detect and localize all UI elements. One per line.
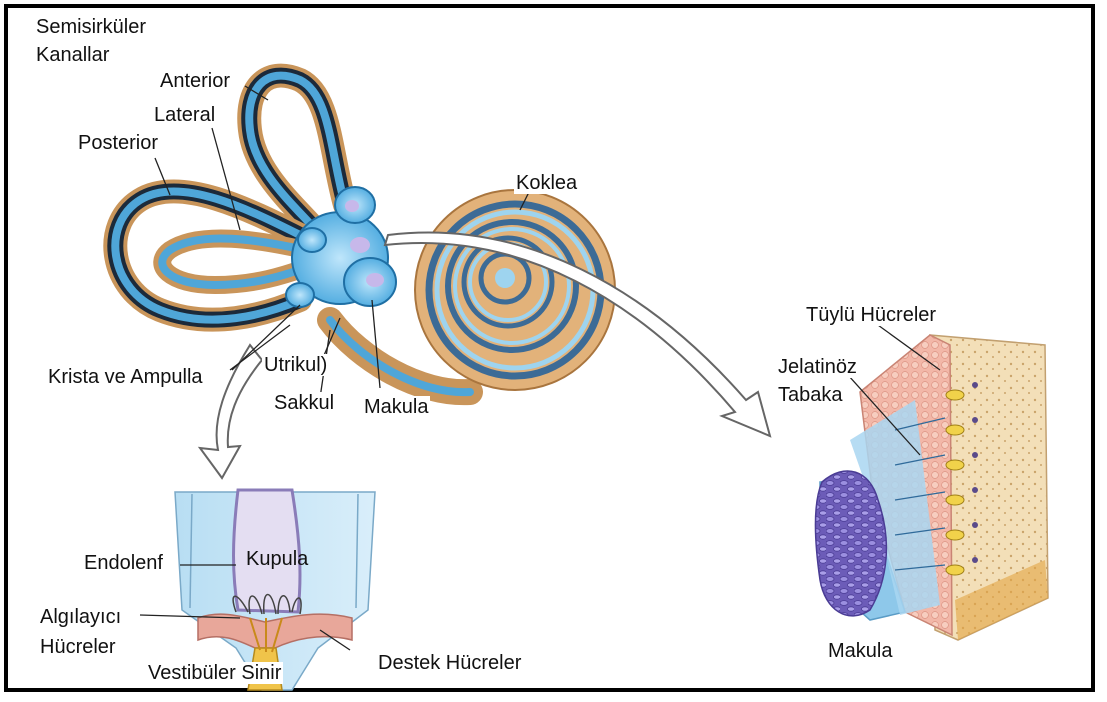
label-utrikul: Utrikul)	[262, 354, 329, 376]
crista-detail	[175, 490, 375, 690]
label-semicircular-1: Semisirküler	[34, 16, 148, 38]
label-algilayici-1: Algılayıcı	[38, 606, 123, 628]
label-makula-inner: Makula	[362, 396, 430, 418]
label-sakkul: Sakkul	[272, 392, 336, 414]
label-endolenf: Endolenf	[82, 552, 165, 574]
label-koklea: Koklea	[514, 172, 579, 194]
label-posterior: Posterior	[76, 132, 160, 154]
label-kupula: Kupula	[246, 548, 308, 570]
label-makula-detail: Makula	[826, 640, 894, 662]
label-semicircular-2: Kanallar	[34, 44, 111, 66]
arrow-to-crista	[200, 345, 262, 478]
otolith-layer	[815, 471, 886, 616]
label-lateral: Lateral	[152, 104, 217, 126]
macula-detail	[815, 335, 1048, 640]
label-anterior: Anterior	[158, 70, 232, 92]
label-tuylu-hucreler: Tüylü Hücreler	[804, 304, 938, 326]
label-destek-hucreler: Destek Hücreler	[376, 652, 523, 674]
label-jelatinoz-2: Tabaka	[776, 384, 845, 406]
label-krista-ampulla: Krista ve Ampulla	[46, 366, 205, 388]
label-vestibuler-sinir: Vestibüler Sinir	[146, 662, 283, 684]
label-algilayici-2: Hücreler	[38, 636, 118, 658]
label-jelatinoz-1: Jelatinöz	[776, 356, 859, 378]
